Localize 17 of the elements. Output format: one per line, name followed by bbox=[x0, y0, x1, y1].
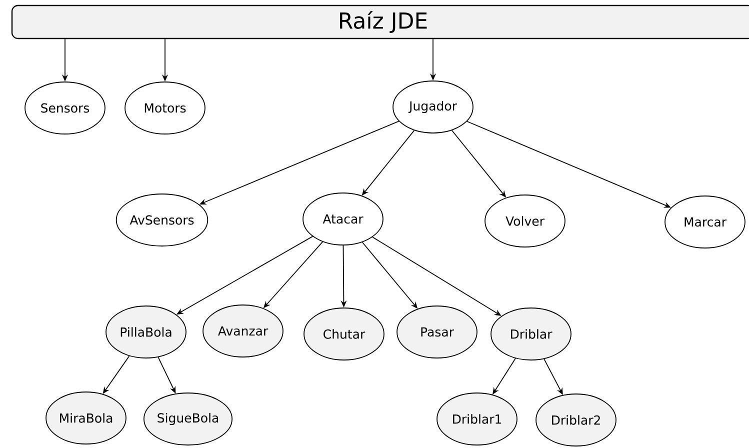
ellipse-node: PillaBola bbox=[106, 306, 186, 358]
ellipse-node: Marcar bbox=[664, 196, 746, 248]
ellipse-node: Volver bbox=[484, 194, 566, 248]
ellipse-node: Driblar bbox=[490, 308, 572, 360]
title-bar: Raíz JDE bbox=[11, 4, 749, 40]
ellipse-node: Pasar bbox=[396, 306, 478, 358]
ellipse-node: Driblar2 bbox=[536, 394, 616, 446]
ellipse-node: SigueBola bbox=[144, 392, 233, 446]
ellipse-node: Chutar bbox=[304, 308, 384, 360]
ellipse-node: Avanzar bbox=[202, 304, 284, 358]
ellipse-node: MiraBola bbox=[46, 392, 126, 444]
ellipse-node: AvSensors bbox=[116, 194, 208, 246]
ellipse-node: Sensors bbox=[24, 82, 106, 134]
ellipse-node: Jugador bbox=[392, 80, 474, 134]
ellipse-node: Driblar1 bbox=[436, 392, 518, 446]
ellipse-node: Atacar bbox=[302, 192, 384, 246]
ellipse-node: Motors bbox=[124, 82, 206, 134]
